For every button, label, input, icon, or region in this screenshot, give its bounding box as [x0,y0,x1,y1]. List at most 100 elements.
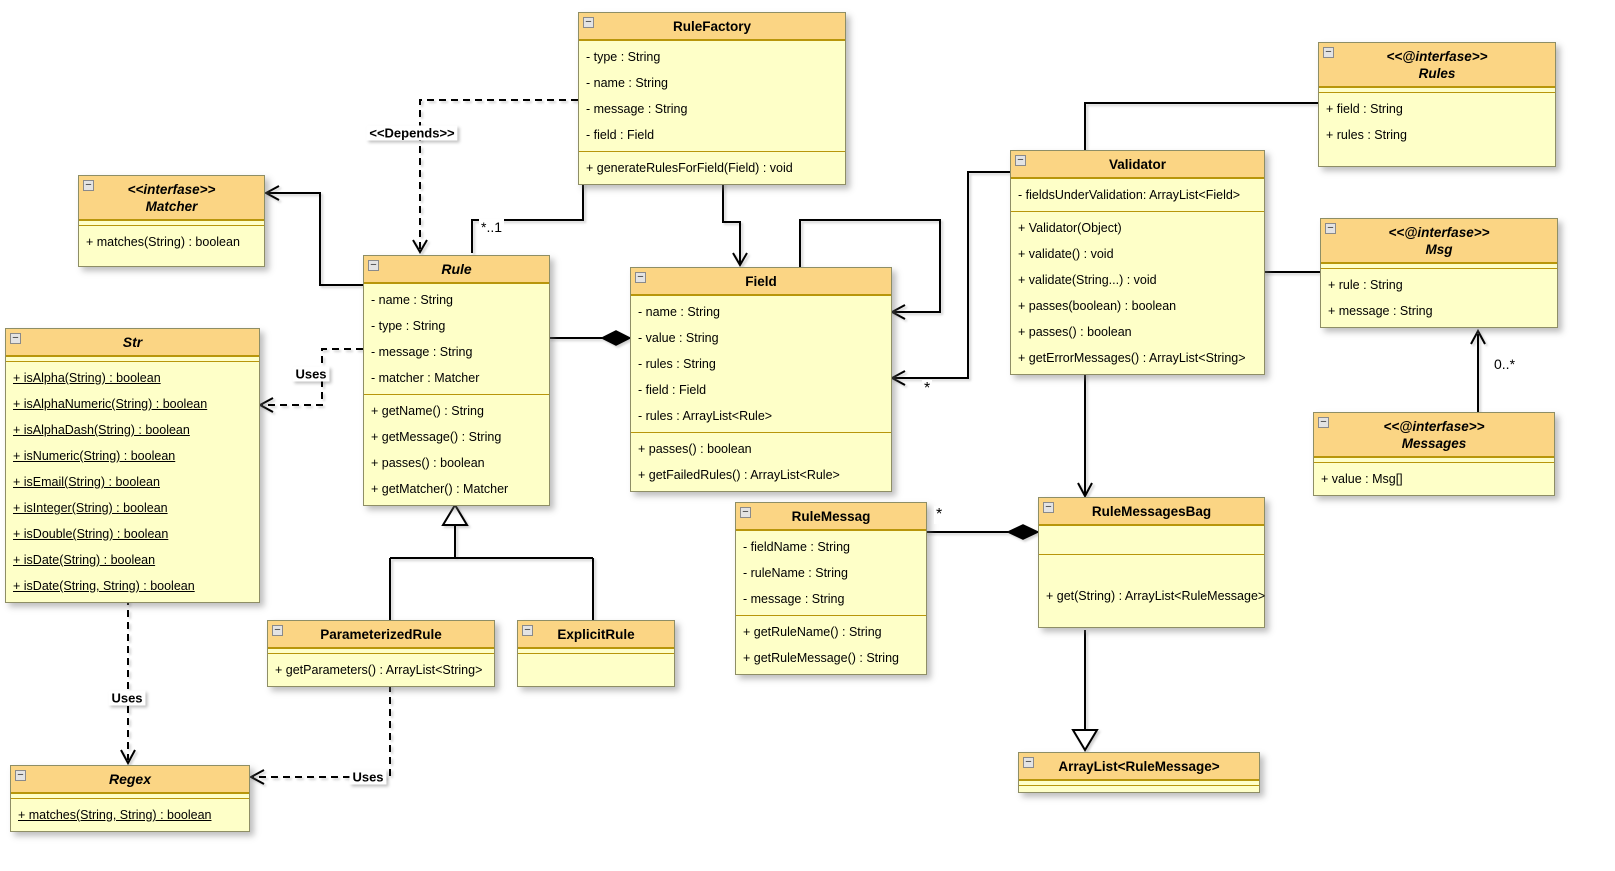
methods-compartment: + isAlpha(String) : boolean + isAlphaNum… [6,362,259,602]
static-method: + isInteger(String) : boolean [13,501,168,515]
attributes-compartment: - fieldsUnderValidation: ArrayList<Field… [1011,179,1264,211]
collapse-icon[interactable]: − [1015,155,1026,166]
class-regex[interactable]: − Regex + matches(String, String) : bool… [10,765,250,832]
class-header: − Str [6,329,259,357]
edge-validator-rules [1084,102,1318,150]
collapse-icon[interactable]: − [83,180,94,191]
edge-rulefactory-rule-assoc [471,172,584,253]
class-msg[interactable]: − <<@interfase>> Msg + rule : String + m… [1320,218,1558,328]
class-header: − <<@interfase>> Rules [1319,43,1555,88]
method: + passes() : boolean [638,442,752,456]
collapse-icon[interactable]: − [368,260,379,271]
method: + getErrorMessages() : ArrayList<String> [1018,351,1246,365]
collapse-icon[interactable]: − [1318,417,1329,428]
class-title: RuleMessag [791,509,871,524]
collapse-icon[interactable]: − [522,625,533,636]
edge-rule-str-uses [262,348,363,406]
class-title: Messages [1401,436,1467,451]
attribute: - name : String [638,305,720,319]
collapse-icon[interactable]: − [272,625,283,636]
class-str[interactable]: − Str + isAlpha(String) : boolean + isAl… [5,328,260,603]
diamond-filled [600,330,632,346]
class-title: Validator [1108,157,1167,172]
attribute: - name : String [371,293,453,307]
collapse-icon[interactable]: − [1323,47,1334,58]
method: + get(String) : ArrayList<RuleMessage> [1046,589,1266,603]
attribute: + rules : String [1326,128,1407,142]
class-header: − Rule [364,256,549,284]
attributes-compartment [1039,526,1264,554]
class-header: − <<interfase>> Matcher [79,176,264,221]
stereotype: <<@interfase>> [1383,419,1485,434]
class-title: Rules [1418,66,1456,81]
class-header: − Field [631,268,891,296]
class-field[interactable]: − Field - name : String - value : String… [630,267,892,492]
method: + matches(String) : boolean [86,235,240,249]
method: + validate() : void [1018,247,1114,261]
collapse-icon[interactable]: − [10,333,21,344]
class-arraylist-rulemessage[interactable]: − ArrayList<RuleMessage> [1018,752,1260,793]
edge-rule-matcher [268,192,363,286]
class-messages[interactable]: − <<@interfase>> Messages + value : Msg[… [1313,412,1555,496]
divider [1019,786,1259,792]
divider [1321,264,1557,269]
attribute: - fieldName : String [743,540,850,554]
attributes-compartment: - name : String - value : String - rules… [631,296,891,432]
attributes-compartment: + value : Msg[] [1314,463,1554,495]
divider [1319,88,1555,93]
static-method: + isEmail(String) : boolean [13,475,160,489]
stereotype: <<@interfase>> [1388,225,1490,240]
divider [11,794,249,799]
collapse-icon[interactable]: − [635,272,646,283]
arrow-open-left [889,304,906,320]
attributes-compartment: - name : String - type : String - messag… [364,284,549,394]
attribute: + value : Msg[] [1321,472,1403,486]
class-rule[interactable]: − Rule - name : String - type : String -… [363,255,550,506]
attribute: - message : String [371,345,473,359]
methods-compartment: + matches(String, String) : boolean [11,799,249,831]
class-rulemessagesbag[interactable]: − RuleMessagesBag + get(String) : ArrayL… [1038,497,1265,628]
static-method: + isDate(String, String) : boolean [13,579,195,593]
class-title: Regex [108,771,152,787]
static-method: + matches(String, String) : boolean [18,808,212,822]
class-rulefactory[interactable]: − RuleFactory - type : String - name : S… [578,12,846,185]
edge-depends-rulefactory-rule [419,99,578,250]
multiplicity-label: * [934,506,945,524]
triangle-hollow-down [1071,729,1099,752]
arrow-open-left [257,397,274,413]
collapse-icon[interactable]: − [1023,757,1034,768]
class-title: RuleMessagesBag [1091,504,1212,519]
attribute: + message : String [1328,304,1433,318]
attribute: - type : String [371,319,446,333]
class-rulemessag[interactable]: − RuleMessag - fieldName : String - rule… [735,502,927,675]
class-title: Msg [1425,242,1453,257]
class-parameterizedrule[interactable]: − ParameterizedRule + getParameters() : … [267,620,495,687]
attributes-compartment: - fieldName : String - ruleName : String… [736,531,926,615]
attribute: - fieldsUnderValidation: ArrayList<Field… [1018,188,1241,202]
class-explicitrule[interactable]: − ExplicitRule [517,620,675,687]
class-header: − <<@interfase>> Messages [1314,413,1554,458]
arrow-open-down [732,252,748,267]
collapse-icon[interactable]: − [740,507,751,518]
class-header: − <<@interfase>> Msg [1321,219,1557,264]
collapse-icon[interactable]: − [583,17,594,28]
collapse-icon[interactable]: − [1043,502,1054,513]
class-matcher[interactable]: − <<interfase>> Matcher + matches(String… [78,175,265,267]
arrow-open-down [1077,482,1093,499]
class-header: − ParameterizedRule [268,621,494,649]
edge-validator-field [894,171,1010,379]
methods-compartment: + generateRulesForField(Field) : void [579,151,845,184]
method: + getName() : String [371,404,484,418]
attribute: - rules : String [638,357,716,371]
stereotype: <<@interfase>> [1386,49,1488,64]
class-validator[interactable]: − Validator - fieldsUnderValidation: Arr… [1010,150,1265,375]
method: + getMatcher() : Matcher [371,482,509,496]
attributes-compartment: + rule : String + message : String [1321,269,1557,327]
collapse-icon[interactable]: − [15,770,26,781]
class-rules[interactable]: − <<@interfase>> Rules + field : String … [1318,42,1556,167]
class-header: − RuleFactory [579,13,845,41]
divider [6,357,259,362]
static-method: + isDate(String) : boolean [13,553,156,567]
collapse-icon[interactable]: − [1325,223,1336,234]
